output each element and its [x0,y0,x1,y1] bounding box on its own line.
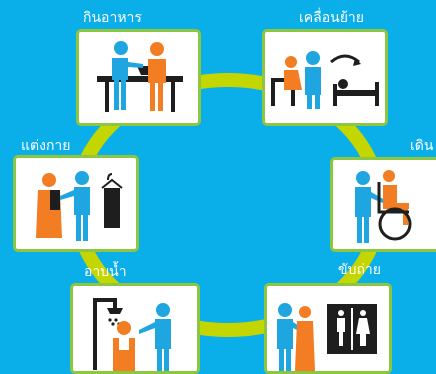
activity-label-bathing: อาบน้ำ [84,264,127,280]
activity-card-transfer [262,29,388,126]
dressing-icon [36,171,123,241]
activity-label-transfer: เคลื่อนย้าย [299,10,364,26]
activity-label-toileting: ขับถ่าย [338,262,381,278]
toilet-icon [277,303,377,371]
eating-icon [97,41,183,112]
activity-label-walking: เดิน [410,138,434,154]
activity-label-dressing: แต่งกาย [21,138,71,154]
activity-label-eating: กินอาหาร [83,10,142,26]
activity-card-dressing [13,155,139,252]
activity-card-walking [330,157,436,252]
walking-wheelchair-icon [355,170,412,243]
activity-card-toileting [264,283,392,374]
bathing-shower-icon [93,298,171,371]
activity-card-bathing [70,283,200,374]
transfer-bed-icon [271,51,379,109]
activity-card-eating [76,29,201,126]
